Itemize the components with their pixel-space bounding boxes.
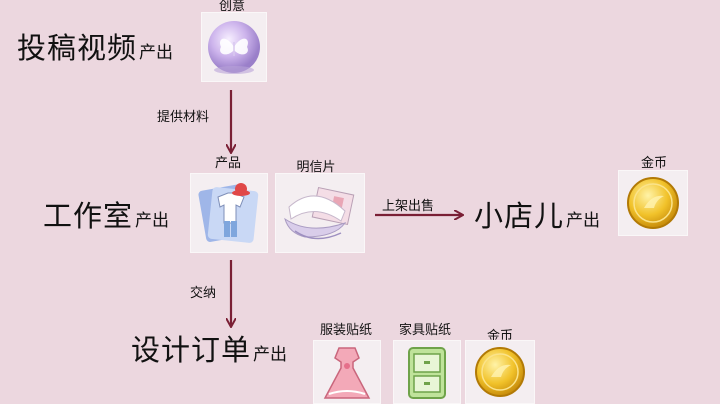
caption-furniture-sticker: 家具贴纸 xyxy=(398,323,451,338)
node-video-suffix: 产出 xyxy=(139,43,174,63)
node-studio-label: 工作室 xyxy=(43,199,134,233)
tile-postcard xyxy=(275,173,365,253)
caption-product: 产品 xyxy=(214,156,241,171)
node-shop-suffix: 产出 xyxy=(566,211,601,231)
green-cabinet-icon xyxy=(408,347,446,399)
edge-label-deliver: 交纳 xyxy=(190,286,217,301)
tile-furniture-sticker xyxy=(393,340,461,404)
caption-creativity: 创意 xyxy=(218,0,245,14)
caption-postcard: 明信片 xyxy=(296,160,336,175)
edge-label-provide-materials: 提供材料 xyxy=(157,110,210,125)
gold-coin-icon xyxy=(627,177,679,229)
pink-dress-icon xyxy=(323,347,371,399)
tile-clothing-sticker xyxy=(313,340,381,404)
node-studio-suffix: 产出 xyxy=(135,211,170,231)
postcard-gift-icon xyxy=(284,186,355,240)
tile-product xyxy=(190,173,268,253)
butterfly-orb-icon xyxy=(208,21,260,74)
node-shop-label: 小店儿 xyxy=(474,199,565,233)
caption-clothing-sticker: 服装贴纸 xyxy=(319,323,372,338)
clothing-stack-icon xyxy=(198,183,259,243)
edge-label-list-for-sale: 上架出售 xyxy=(382,199,435,214)
node-video-label: 投稿视频 xyxy=(17,31,138,65)
tile-coin-order xyxy=(465,340,535,404)
tile-creativity xyxy=(201,12,267,82)
node-order-label: 设计订单 xyxy=(131,333,252,367)
node-order-suffix: 产出 xyxy=(253,345,288,365)
node-shop: 小店儿产出 xyxy=(474,202,600,231)
caption-coin-order: 金币 xyxy=(486,329,513,344)
tile-coin-shop xyxy=(618,170,688,236)
caption-coin-shop: 金币 xyxy=(640,156,667,171)
node-studio: 工作室产出 xyxy=(43,202,169,231)
gold-coin-icon xyxy=(475,347,525,397)
node-video-submission: 投稿视频产出 xyxy=(17,34,173,63)
node-design-order: 设计订单产出 xyxy=(131,336,287,365)
